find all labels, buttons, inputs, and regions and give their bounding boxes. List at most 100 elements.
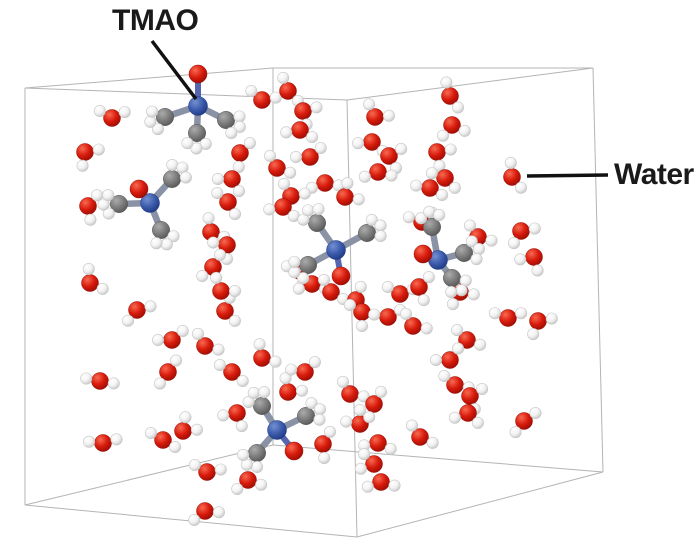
hydrogen-atom — [298, 187, 311, 200]
tmao-molecule — [237, 386, 326, 473]
hydrogen-atom — [476, 382, 489, 395]
hydrogen-atom — [341, 177, 354, 190]
oxygen-atom — [441, 87, 459, 105]
hydrogen-atom — [446, 298, 459, 311]
oxygen-atom — [174, 422, 192, 440]
hydrogen-atom — [451, 324, 464, 337]
hydrogen-atom — [410, 179, 423, 192]
hydrogen-atom — [426, 436, 439, 449]
hydrogen-atom — [352, 137, 365, 150]
hydrogen-atom — [196, 269, 209, 282]
oxygen-atom — [212, 282, 230, 300]
oxygen-atom — [413, 244, 433, 264]
carbon-atom — [110, 195, 128, 213]
hydrogen-atom — [405, 419, 418, 432]
water-molecules — [76, 71, 558, 526]
hydrogen-atom — [323, 425, 336, 438]
hydrogen-atom — [247, 386, 260, 399]
oxygen-atom — [380, 147, 398, 165]
hydrogen-atom — [102, 207, 115, 220]
hydrogen-atom — [93, 105, 106, 118]
hydrogen-atom — [318, 451, 331, 464]
oxygen-atom — [154, 431, 172, 449]
carbon-atom — [308, 214, 326, 232]
water-molecule — [153, 354, 183, 390]
oxygen-atom — [404, 317, 422, 335]
hydrogen-atom — [292, 282, 305, 295]
water-molecule — [122, 300, 157, 327]
water-molecule — [425, 167, 461, 194]
hydrogen-atom — [160, 238, 173, 251]
oxygen-atom — [268, 159, 286, 177]
water-molecule — [80, 372, 120, 390]
oxygen-atom — [103, 109, 121, 127]
carbon-atom — [152, 221, 170, 239]
hydrogen-atom — [485, 234, 498, 247]
hydrogen-atom — [452, 342, 465, 355]
oxygen-atom — [316, 174, 334, 192]
oxygen-atom — [228, 404, 246, 422]
hydrogen-atom — [417, 294, 430, 307]
water-molecule — [440, 76, 465, 114]
water-molecule — [438, 370, 475, 394]
hydrogen-atom — [374, 219, 387, 232]
oxygen-atom — [223, 170, 241, 188]
oxygen-atom — [421, 179, 439, 197]
hydrogen-atom — [358, 448, 371, 461]
hydrogen-atom — [531, 264, 544, 277]
hydrogen-atom — [84, 213, 97, 226]
oxygen-atom — [525, 248, 543, 266]
hydrogen-atom — [399, 307, 412, 320]
hydrogen-atom — [314, 142, 327, 155]
hydrogen-atom — [214, 463, 227, 476]
hydrogen-atom — [368, 308, 381, 321]
hydrogen-atom — [448, 411, 461, 424]
oxygen-atom — [459, 404, 477, 422]
oxygen-atom — [391, 285, 409, 303]
hydrogen-atom — [190, 423, 203, 436]
hydrogen-atom — [212, 506, 225, 519]
hydrogen-atom — [509, 426, 522, 439]
water-arrow — [526, 173, 609, 178]
hydrogen-atom — [251, 460, 264, 473]
label-arrows — [150, 39, 609, 178]
water-molecule — [210, 271, 242, 300]
water-molecule — [280, 121, 319, 144]
hydrogen-atom — [190, 142, 203, 155]
hydrogen-atom — [176, 325, 189, 338]
oxygen-atom — [436, 169, 454, 187]
oxygen-atom — [411, 428, 429, 446]
hydrogen-atom — [306, 131, 319, 144]
hydrogen-atom — [269, 91, 282, 104]
water-molecule — [81, 263, 109, 295]
hydrogen-atom — [285, 363, 298, 376]
hydrogen-atom — [444, 143, 457, 156]
water-molecule — [380, 143, 408, 175]
hydrogen-atom — [225, 126, 238, 139]
hydrogen-atom — [470, 253, 483, 266]
water-molecule — [448, 404, 484, 429]
hydrogen-atom — [385, 169, 398, 182]
hydrogen-atom — [102, 189, 115, 202]
oxygen-atom — [284, 441, 304, 461]
water-molecule — [207, 236, 236, 266]
hydrogen-atom — [144, 300, 157, 313]
hydrogen-atom — [340, 415, 353, 428]
water-molecule — [93, 105, 131, 127]
water-molecule — [202, 212, 231, 243]
hydrogen-atom — [515, 307, 528, 320]
hydrogen-atom — [150, 237, 163, 250]
water-molecule — [488, 307, 528, 327]
water-molecule — [253, 338, 282, 368]
carbon-atom — [455, 244, 473, 262]
hydrogen-atom — [352, 193, 365, 206]
hydrogen-atom — [245, 85, 258, 98]
hydrogen-atom — [82, 263, 95, 276]
water-molecule — [289, 142, 327, 166]
hydrogen-atom — [96, 282, 109, 295]
oxygen-atom — [379, 308, 397, 326]
hydrogen-atom — [146, 105, 159, 118]
water-molecule — [83, 433, 123, 452]
water-molecule — [196, 248, 227, 282]
